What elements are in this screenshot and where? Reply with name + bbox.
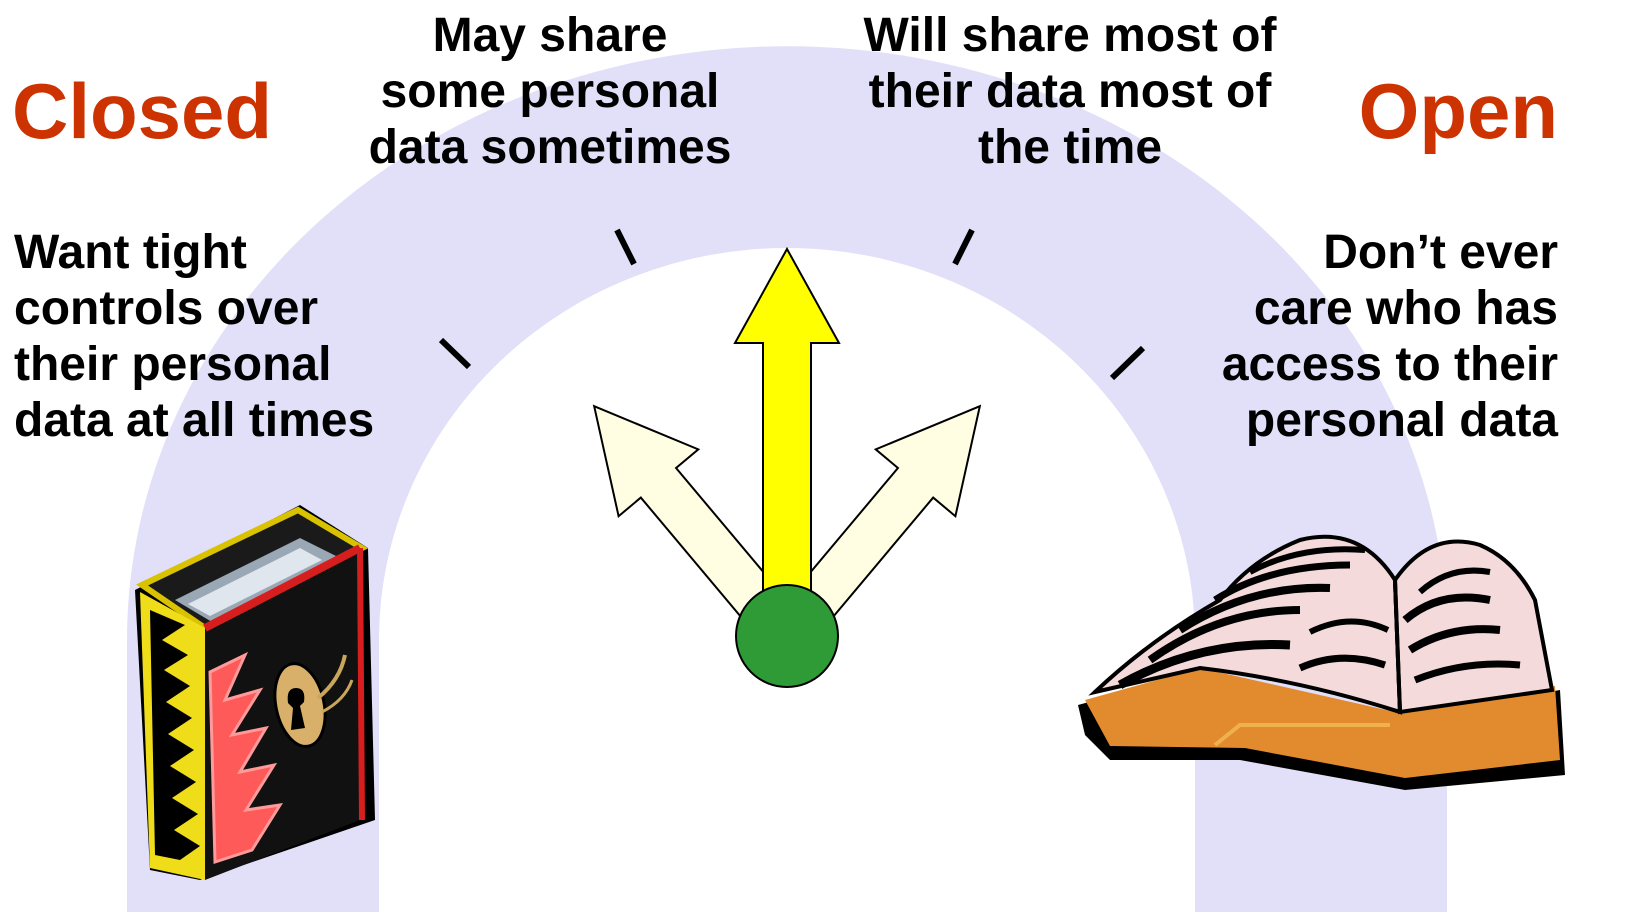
some-sharing-description: May share some personal data sometimes bbox=[350, 8, 750, 176]
tick-mark-2 bbox=[614, 228, 637, 266]
closed-label: Closed bbox=[12, 67, 273, 155]
closed-description-line: Want tight bbox=[14, 226, 247, 279]
some-description-line: data sometimes bbox=[368, 121, 732, 174]
open-description-line: care who has bbox=[1253, 282, 1558, 335]
tick-mark-3 bbox=[952, 228, 975, 266]
closed-description: Want tight controls over their personal … bbox=[14, 225, 374, 449]
needle-pivot bbox=[735, 584, 839, 688]
most-description-line: the time bbox=[977, 121, 1163, 174]
most-description-line: Will share most of bbox=[863, 9, 1277, 62]
needle-active-arrow bbox=[733, 246, 841, 637]
some-description-line: some personal bbox=[380, 65, 720, 118]
locked-book-icon bbox=[135, 505, 375, 880]
tick-mark-1 bbox=[438, 337, 472, 370]
open-description-line: access to their bbox=[1221, 338, 1558, 391]
closed-description-line: data at all times bbox=[14, 394, 375, 447]
tick-mark-4 bbox=[1109, 345, 1146, 381]
scale-arc-band bbox=[127, 46, 1447, 912]
most-description-line: their data most of bbox=[868, 65, 1272, 118]
closed-description-line: their personal bbox=[14, 338, 332, 391]
open-description: Don’t ever care who has access to their … bbox=[1222, 225, 1558, 449]
closed-description-line: controls over bbox=[14, 282, 319, 335]
most-sharing-description: Will share most of their data most of th… bbox=[850, 8, 1290, 176]
some-description-line: May share bbox=[432, 9, 668, 62]
open-book-icon bbox=[1078, 534, 1565, 790]
open-description-line: Don’t ever bbox=[1323, 226, 1558, 279]
open-description-line: personal data bbox=[1245, 394, 1558, 447]
open-label: Open bbox=[1358, 67, 1558, 155]
